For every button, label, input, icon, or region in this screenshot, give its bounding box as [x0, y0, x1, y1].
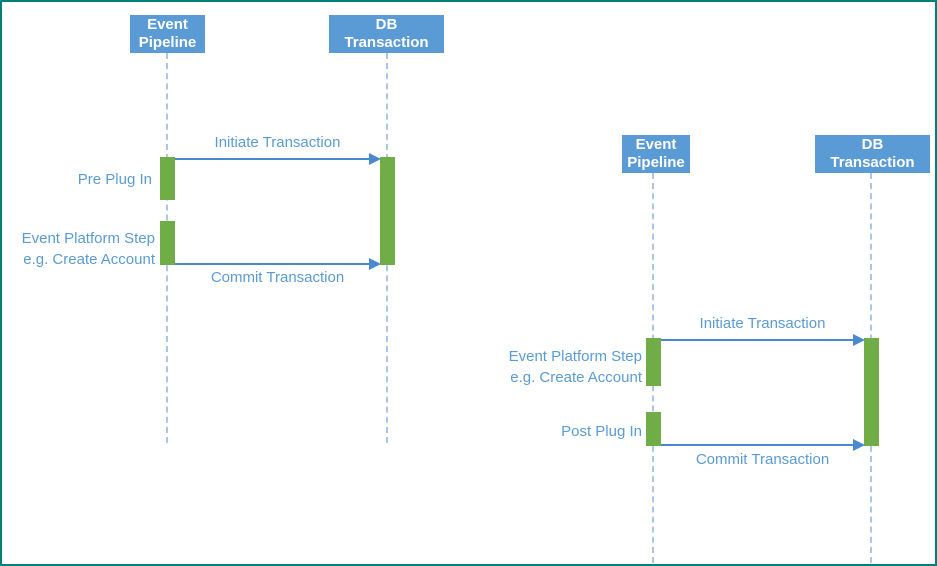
actor-label-line2: Pipeline	[138, 34, 197, 51]
actor-box-db-transaction: DB Transaction	[815, 135, 930, 173]
activation-event-platform-step	[646, 338, 661, 386]
actor-label-line1: DB	[375, 16, 398, 33]
arrowhead-icon	[369, 258, 381, 270]
activation-label-line1: Event Platform Step	[21, 230, 155, 247]
actor-box-db-transaction: DB Transaction	[329, 15, 444, 53]
activation-label-pre-plug-in: Pre Plug In	[77, 171, 152, 188]
arrow-line	[661, 339, 855, 341]
actor-label-line1: Event	[635, 136, 677, 153]
activation-pre-plug-in	[160, 157, 175, 200]
message-label-commit-transaction: Commit Transaction	[210, 269, 345, 286]
arrowhead-icon	[853, 439, 865, 451]
actor-label-line2: Transaction	[344, 34, 429, 51]
actor-label-line2: Pipeline	[627, 154, 685, 171]
activation-event-platform-step	[160, 221, 175, 265]
activation-label-line2: e.g. Create Account	[510, 369, 642, 386]
arrowhead-icon	[369, 153, 381, 165]
activation-label-event-platform-step: Event Platform Step e.g. Create Account	[6, 228, 155, 270]
arrowhead-icon	[853, 334, 865, 346]
message-arrow-initiate-transaction	[175, 153, 381, 165]
message-arrow-commit-transaction	[661, 439, 865, 451]
actor-box-event-pipeline: Event Pipeline	[130, 15, 205, 53]
arrow-line	[175, 263, 371, 265]
actor-label-line2: Transaction	[830, 154, 915, 171]
activation-label-post-plug-in: Post Plug In	[561, 423, 642, 440]
message-label-commit-transaction: Commit Transaction	[695, 451, 830, 468]
arrow-line	[661, 444, 855, 446]
message-arrow-commit-transaction	[175, 258, 381, 270]
message-arrow-initiate-transaction	[661, 334, 865, 346]
actor-label-line1: Event	[147, 16, 188, 33]
arrow-line	[175, 158, 371, 160]
actor-box-event-pipeline: Event Pipeline	[622, 135, 690, 173]
activation-label-event-platform-step: Event Platform Step e.g. Create Account	[480, 346, 642, 388]
actor-label-line1: DB	[861, 136, 884, 153]
message-label-initiate-transaction: Initiate Transaction	[214, 134, 341, 151]
activation-label-line2: e.g. Create Account	[23, 251, 155, 268]
message-label-initiate-transaction: Initiate Transaction	[699, 315, 826, 332]
activation-label-line1: Event Platform Step	[508, 348, 642, 365]
activation-db-transaction	[864, 338, 879, 446]
activation-post-plug-in	[646, 412, 661, 446]
activation-db-transaction	[380, 157, 395, 265]
